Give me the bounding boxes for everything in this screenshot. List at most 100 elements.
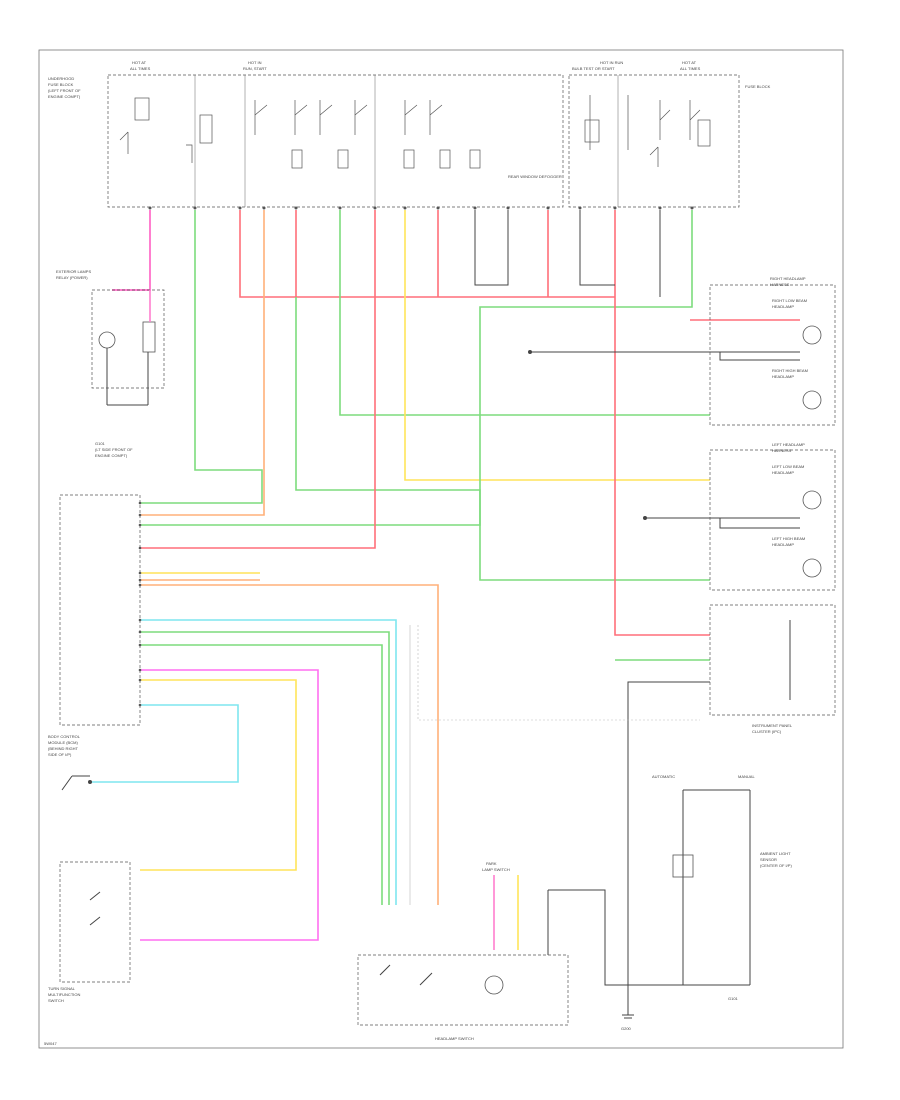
label-automatic: AUTOMATIC (652, 774, 675, 779)
park-switch (61, 775, 92, 791)
svg-text:HOT AT: HOT AT (682, 60, 697, 65)
wire-magenta-bcm (140, 669, 319, 941)
svg-text:FUSE BLOCK: FUSE BLOCK (48, 82, 74, 87)
figure-id: 5W047 (44, 1041, 57, 1046)
label-fuse-box-right: FUSE BLOCK (745, 84, 771, 89)
wire-cyan-bcm (140, 619, 397, 905)
wire-green-right-hl (339, 210, 710, 416)
svg-text:LEFT HIGH BEAM: LEFT HIGH BEAM (772, 536, 805, 541)
fuse-block-box (107, 74, 564, 208)
wire-orange-1 (140, 210, 265, 516)
label-turn-signal: TURN SIGNAL MULTIFUNCTION SWITCH (48, 986, 80, 1003)
ground-g200: G200 (621, 1005, 634, 1031)
svg-text:ALL TIMES: ALL TIMES (680, 66, 701, 71)
label-left-headlamp-harness: LEFT HEADLAMP (772, 442, 805, 447)
svg-text:HEADLAMP: HEADLAMP (772, 374, 794, 379)
svg-text:RIGHT LOW BEAM: RIGHT LOW BEAM (772, 298, 807, 303)
label-ipc: INSTRUMENT PANEL (752, 723, 793, 728)
svg-text:SENSOR: SENSOR (760, 857, 777, 862)
bcm-box (59, 494, 141, 726)
svg-text:(CENTER OF I/P): (CENTER OF I/P) (760, 863, 792, 868)
wire-green-bcm-1 (140, 210, 263, 504)
wire-orange-bcm (140, 584, 439, 905)
svg-text:TURN SIGNAL: TURN SIGNAL (48, 986, 76, 991)
wire-green-bcm-2 (140, 297, 481, 526)
label-manual: MANUAL (738, 774, 755, 779)
svg-text:MULTIFUNCTION: MULTIFUNCTION (48, 992, 80, 997)
svg-text:HEADLAMP: HEADLAMP (772, 470, 794, 475)
wire-black-loop-2 (579, 210, 615, 286)
wire-green-bcm-3 (140, 631, 390, 905)
svg-text:G200: G200 (621, 1026, 632, 1031)
svg-text:HARNESS: HARNESS (770, 282, 790, 287)
svg-text:ENGINE COMPT): ENGINE COMPT) (48, 94, 81, 99)
label-bcm: BODY CONTROL MODULE (BCM) (BEHIND RIGHT … (48, 734, 81, 757)
label-ambient-sensor: AMBIENT LIGHT (760, 851, 791, 856)
svg-text:RUN, START: RUN, START (243, 66, 267, 71)
svg-text:ALL TIMES: ALL TIMES (130, 66, 151, 71)
left-low-beam-bulb (802, 490, 822, 510)
svg-text:LEFT LOW BEAM: LEFT LOW BEAM (772, 464, 804, 469)
label-exterior-lamps: EXTERIOR LAMPS (56, 269, 91, 274)
svg-text:SWITCH: SWITCH (48, 998, 64, 1003)
label-right-headlamp-harness: RIGHT HEADLAMP (770, 276, 806, 281)
label-left-top: HOT AT ALL TIMES (130, 60, 151, 71)
fuse-block-right-box (568, 74, 740, 208)
wire-red-bus (239, 210, 615, 298)
wire-yellow-left-hl (404, 210, 710, 481)
left-high-beam-bulb (802, 558, 822, 578)
ambient-sensor-element (672, 854, 694, 878)
wire-black-loop-1 (474, 210, 509, 286)
svg-text:(LT SIDE FRONT OF: (LT SIDE FRONT OF (95, 447, 133, 452)
svg-text:ENGINE COMPT): ENGINE COMPT) (95, 453, 128, 458)
fuse-symbols (119, 95, 711, 169)
wire-pink-top (112, 210, 151, 291)
svg-text:HOT AT: HOT AT (132, 60, 147, 65)
svg-text:HOT IN RUN: HOT IN RUN (600, 60, 623, 65)
wire-green-right (479, 210, 710, 581)
svg-text:(LEFT FRONT OF: (LEFT FRONT OF (48, 88, 81, 93)
ground-g101: G101 (LT SIDE FRONT OF ENGINE COMPT) (95, 404, 148, 458)
svg-text:RIGHT HIGH BEAM: RIGHT HIGH BEAM (772, 368, 808, 373)
svg-text:LAMP SWITCH: LAMP SWITCH (482, 867, 510, 872)
turn-signal-box (59, 861, 131, 983)
svg-text:CLUSTER (IPC): CLUSTER (IPC) (752, 729, 782, 734)
label-park-lamp-switch: PARK (486, 861, 497, 866)
svg-text:SIDE OF I/P): SIDE OF I/P) (48, 752, 72, 757)
label-headlamp-switch: HEADLAMP SWITCH (435, 1036, 474, 1041)
diagram-frame (38, 49, 844, 1049)
label-rear-defogger: REAR WINDOW DEFOGGER (508, 174, 562, 179)
left-headlamp-box (709, 449, 836, 591)
svg-text:G101: G101 (95, 441, 106, 446)
svg-text:HOT IN: HOT IN (248, 60, 262, 65)
wire-red-ipc (614, 210, 710, 636)
wire-red-bcm (140, 297, 376, 549)
svg-text:HARNESS: HARNESS (772, 448, 792, 453)
left-lamp-bulb (98, 331, 116, 349)
bcm-pins (138, 501, 142, 707)
label-g101-bottom: G101 (728, 996, 739, 1001)
svg-text:UNDERHOOD: UNDERHOOD (48, 76, 74, 81)
label-right-top-a: HOT IN RUN BULB TEST OR START (572, 60, 623, 71)
svg-text:HEADLAMP: HEADLAMP (772, 542, 794, 547)
label-right-top-b: HOT AT ALL TIMES (680, 60, 701, 71)
svg-text:HEADLAMP: HEADLAMP (772, 304, 794, 309)
ipc-box (709, 604, 836, 716)
svg-text:MODULE (BCM): MODULE (BCM) (48, 740, 78, 745)
right-high-beam-bulb (802, 390, 822, 410)
right-low-beam-bulb (802, 325, 822, 345)
svg-text:BODY CONTROL: BODY CONTROL (48, 734, 81, 739)
label-fuse-block: UNDERHOOD FUSE BLOCK (LEFT FRONT OF ENGI… (48, 76, 81, 99)
wire-yellow-bcm-2 (140, 679, 297, 871)
left-lamp-box (91, 289, 165, 389)
right-headlamp-box (709, 284, 836, 426)
headlamp-switch-bulb (484, 975, 504, 995)
headlamp-switch-box (357, 954, 569, 1026)
svg-text:RELAY (POWER): RELAY (POWER) (56, 275, 88, 280)
svg-text:(BEHIND RIGHT: (BEHIND RIGHT (48, 746, 79, 751)
svg-text:BULB TEST OR START: BULB TEST OR START (572, 66, 615, 71)
connector-pins (148, 206, 694, 210)
wire-cyan-bcm-2 (90, 704, 239, 783)
label-mid-top: HOT IN RUN, START (243, 60, 267, 71)
